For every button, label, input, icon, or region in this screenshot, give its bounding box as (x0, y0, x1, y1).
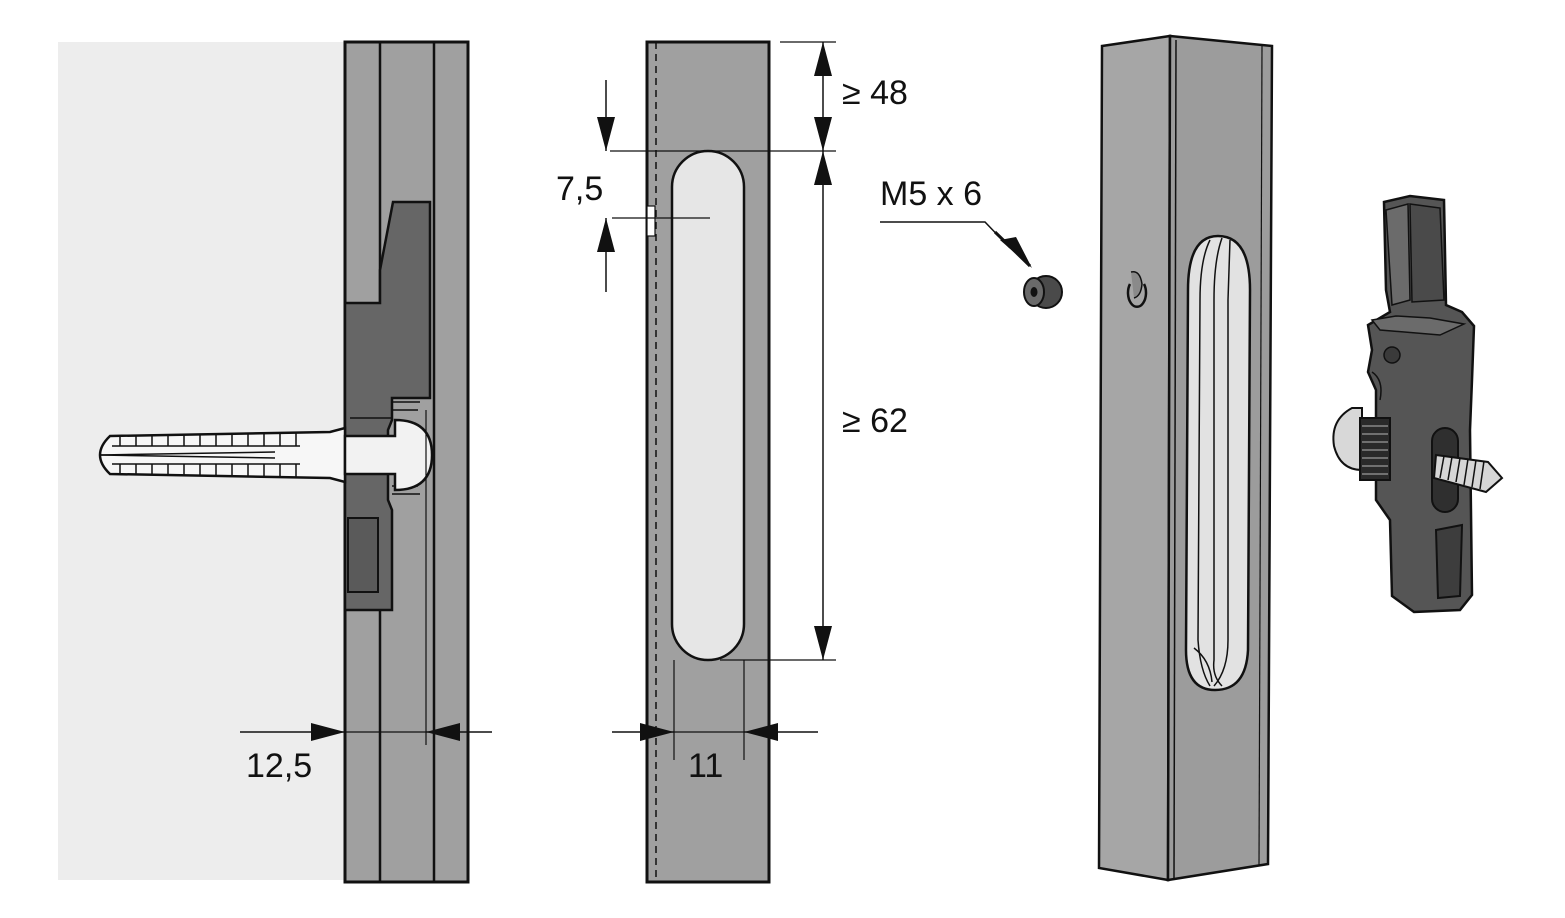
wall-section-view: 12,5 (58, 40, 492, 884)
dim-wall-offset: 12,5 (246, 747, 312, 785)
profile-3d-slot (1184, 234, 1252, 692)
dim-top-distance: ≥ 48 (842, 74, 908, 112)
clip-washer (1332, 407, 1363, 472)
clip-part-3d-view (1332, 194, 1504, 614)
screw-spec-label: M5 x 6 (880, 175, 982, 213)
dim-slot-gap: 7,5 (556, 170, 603, 208)
hole-marker (646, 205, 656, 237)
fixing-screw (343, 418, 434, 492)
screw-callout: M5 x 6 (880, 175, 1063, 309)
profile-3d-hole (1126, 283, 1148, 308)
grub-screw-icon (1023, 275, 1063, 309)
clip-part-section (343, 200, 432, 612)
dim-slot-length: ≥ 62 (842, 402, 908, 440)
dim-slot-offset: 11 (688, 747, 723, 785)
clip-ratchet (1359, 417, 1391, 481)
profile-slot (670, 149, 746, 662)
profile-3d-left-face (1097, 34, 1172, 882)
slot-front-view: ≥ 48 ≥ 62 7,5 11 (556, 40, 908, 884)
profile-3d-view (1097, 34, 1274, 882)
